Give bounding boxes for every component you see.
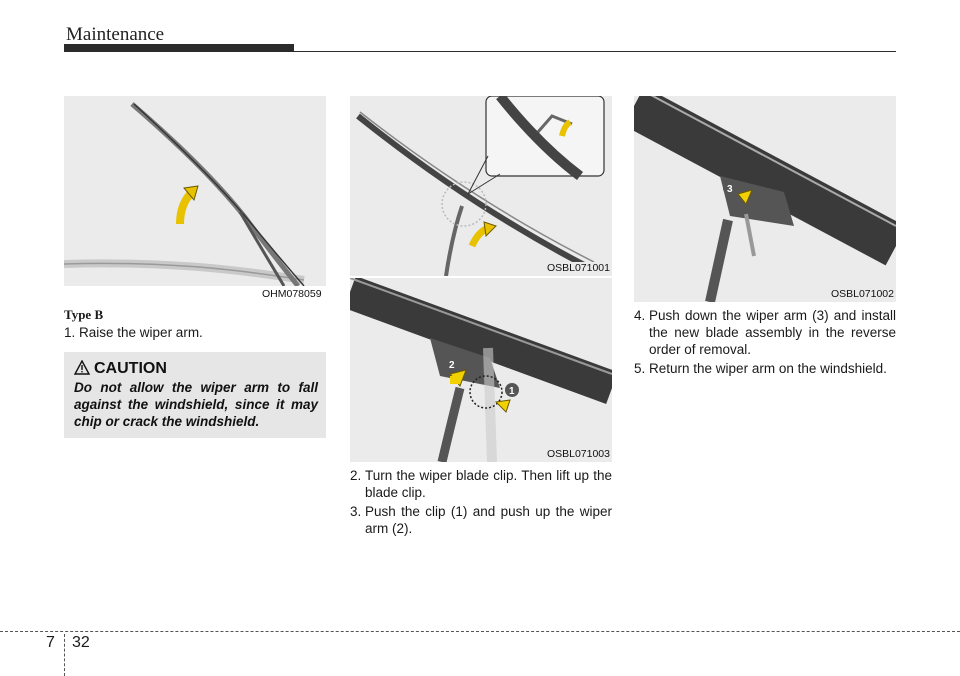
step-number: 2. — [350, 468, 366, 483]
step-text: Push down the wiper arm (3) and install … — [649, 308, 896, 357]
step-text: Turn the wiper blade clip. Then lift up … — [365, 468, 612, 500]
header-bar — [64, 44, 294, 52]
figure-code: OSBL071001 — [542, 262, 610, 274]
step-text: Push the clip (1) and push up the wiper … — [365, 504, 612, 536]
callout-2: 2 — [449, 360, 455, 371]
figure-raise-wiper-arm — [64, 96, 326, 286]
blade-clip-illustration — [356, 96, 605, 276]
section-title: Maintenance — [66, 24, 165, 45]
chapter-number: 7 — [46, 634, 55, 651]
step-5: 5. Return the wiper arm on the windshiel… — [634, 360, 896, 377]
step-number: 1. — [64, 325, 80, 340]
figure-push-clip: 2 1 OSBL071003 — [350, 278, 612, 462]
step-number: 3. — [350, 504, 366, 519]
step-text: Raise the wiper arm. — [79, 325, 203, 340]
footer-vertical-divider — [64, 634, 65, 676]
header-rule — [64, 51, 896, 52]
arm-push-down-illustration: 3 — [634, 96, 896, 302]
caution-title: CAUTION — [94, 360, 167, 377]
steps-middle: 2. Turn the wiper blade clip. Then lift … — [350, 467, 612, 537]
step-3: 3. Push the clip (1) and push up the wip… — [350, 503, 612, 537]
steps-right: 4. Push down the wiper arm (3) and insta… — [634, 307, 896, 377]
figure-turn-blade-clip: OSBL071001 — [350, 96, 612, 276]
type-label: Type B — [64, 307, 104, 322]
figure-code: OSBL071003 — [542, 448, 610, 460]
caution-text: Do not allow the wiper arm to fall again… — [74, 380, 318, 429]
warning-triangle-icon — [73, 359, 91, 380]
figure-code: OHM078059 — [262, 288, 322, 300]
callout-3: 3 — [727, 184, 733, 195]
figure-code: OSBL071002 — [826, 288, 894, 300]
caution-box: CAUTION Do not allow the wiper arm to fa… — [64, 352, 326, 438]
step-number: 4. — [634, 308, 650, 323]
step-4: 4. Push down the wiper arm (3) and insta… — [634, 307, 896, 358]
clip-push-illustration: 2 1 — [350, 278, 612, 462]
wiper-arm-illustration — [64, 102, 305, 286]
step-number: 5. — [634, 361, 650, 376]
figure-push-down-arm: 3 OSBL071002 — [634, 96, 896, 302]
footer-divider — [0, 631, 960, 632]
step-text: Return the wiper arm on the windshield. — [649, 361, 887, 376]
callout-1: 1 — [509, 386, 515, 397]
step-2: 2. Turn the wiper blade clip. Then lift … — [350, 467, 612, 501]
page-number: 32 — [72, 634, 90, 651]
step-1: 1. Raise the wiper arm. — [64, 324, 326, 341]
